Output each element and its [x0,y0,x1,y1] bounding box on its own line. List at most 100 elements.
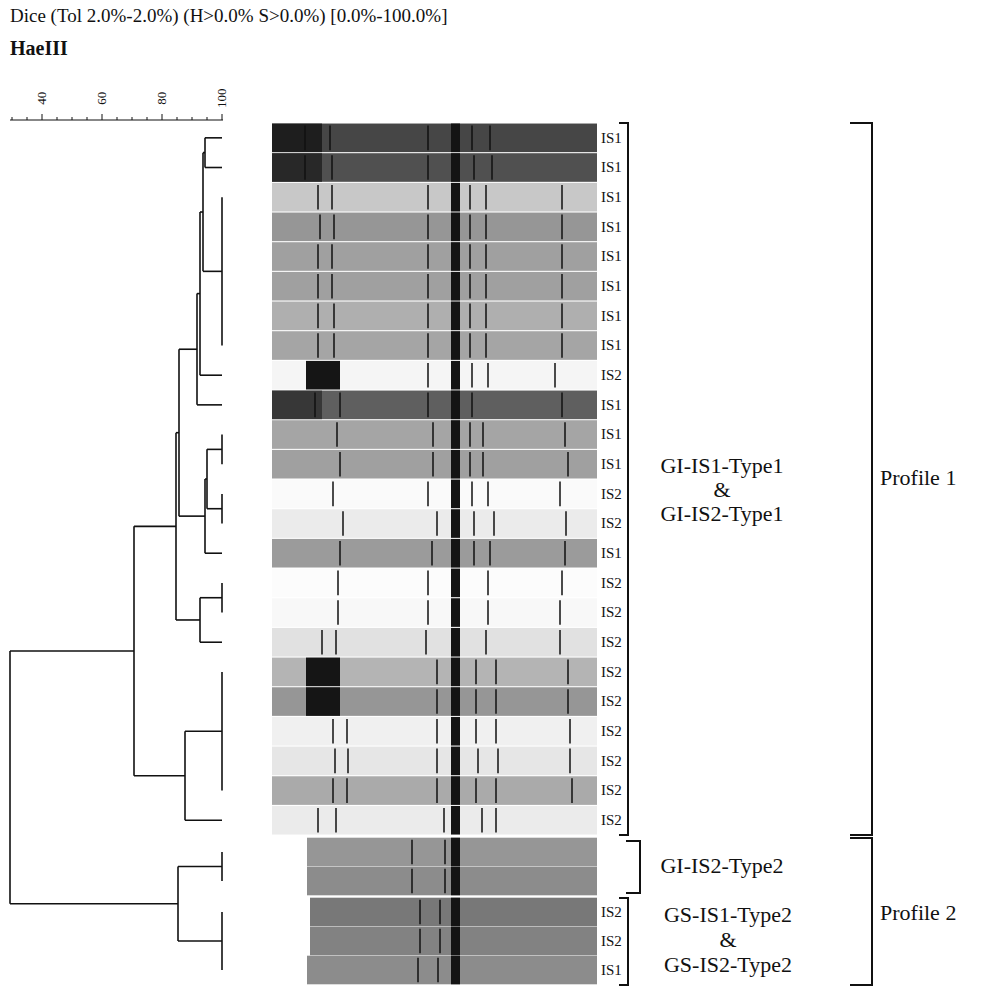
band-mark [561,393,563,418]
gel-band [451,717,460,746]
dendrogram-branch [176,619,200,621]
band-mark [331,185,333,210]
gel-lane [307,956,597,985]
gel-lane [272,717,597,746]
band-mark [317,304,319,329]
lane-label: IS2 [601,664,622,681]
band-mark [346,778,348,803]
profile-label: Profile 2 [880,901,956,925]
gel-lane [272,124,597,153]
band-mark [475,778,477,803]
gel-band [451,450,460,479]
lane-label: IS2 [601,904,622,921]
axis-tick [42,114,43,120]
dendrogram-branch [9,651,11,904]
subtitle: HaeIII [10,37,68,59]
band-mark [436,719,438,744]
band-mark [475,660,477,685]
gel-band [451,124,460,153]
dendrogram-branch [203,271,222,273]
band-mark [444,869,446,894]
gel-band [451,302,460,331]
dendrogram-branch [133,526,135,775]
gel-lane [272,658,597,687]
lane-label: IS1 [601,426,622,443]
band-mark [565,511,567,536]
axis-tick [222,114,223,120]
dendrogram-branch [206,449,208,508]
band-mark [314,393,316,418]
band-mark [482,422,484,447]
band-mark [339,393,341,418]
axis-tick [192,117,193,120]
dendrogram-branch [221,583,223,613]
axis-tick [12,117,13,120]
axis-tick [27,117,28,120]
band-mark [333,215,335,240]
axis-label: 80 [155,91,169,104]
lane-bracket [626,841,640,893]
group-label: GS-IS1-Type2 [664,903,792,927]
dendrogram-branch [207,449,222,451]
gel-band [451,838,460,867]
band-mark [561,571,563,596]
band-mark [567,660,569,685]
band-mark [569,719,571,744]
band-mark [469,215,471,240]
band-mark [331,244,333,269]
chart-title: Dice (Tol 2.0%-2.0%) (H>0.0% S>0.0%) [0.… [10,6,447,27]
gel-lane [272,776,597,805]
band-mark [469,244,471,269]
dendrogram-branch [204,138,206,168]
band-mark [485,244,487,269]
gel-band [451,658,460,687]
band-mark [436,749,438,774]
band-mark [432,452,434,477]
gel-lane [272,539,597,568]
band-mark [427,185,429,210]
band-mark [427,304,429,329]
gel-lane [272,302,597,331]
gel-lane [310,898,597,927]
band-mark [436,660,438,685]
band-mark [304,126,306,151]
gel-band [451,956,460,985]
lane-label: IS1 [601,337,622,354]
axis-tick [132,117,133,120]
band-mark [427,215,429,240]
lane-label: IS1 [601,456,622,473]
gel-lane [272,361,597,390]
axis-tick [147,117,148,120]
band-mark [436,689,438,714]
axis-tick [162,114,163,120]
lane-label: IS1 [601,219,622,236]
band-mark [317,244,319,269]
band-mark [491,155,493,180]
dendrogram-branch [177,867,179,942]
band-mark [495,808,497,833]
axis-tick [72,117,73,120]
dendrogram-branch [185,819,222,821]
gel-band [451,539,460,568]
band-mark [332,778,334,803]
band-mark [304,155,306,180]
band-mark [473,541,475,566]
dendrogram-branch [221,435,223,465]
dendrogram-branch [197,404,222,406]
band-mark [473,511,475,536]
gel-lane [272,272,597,301]
dendrogram-branch [200,597,222,599]
dendrogram-branch [184,731,186,820]
band-mark [473,155,475,180]
band-mark [469,185,471,210]
axis-tick [57,117,58,120]
band-mark [333,304,335,329]
gel-band [451,213,460,242]
lane-label: IS2 [601,812,622,829]
band-mark [559,600,561,625]
gel-band [451,898,460,927]
gel-band [451,569,460,598]
gel-lane [272,628,597,657]
axis-label: 40 [35,91,49,104]
